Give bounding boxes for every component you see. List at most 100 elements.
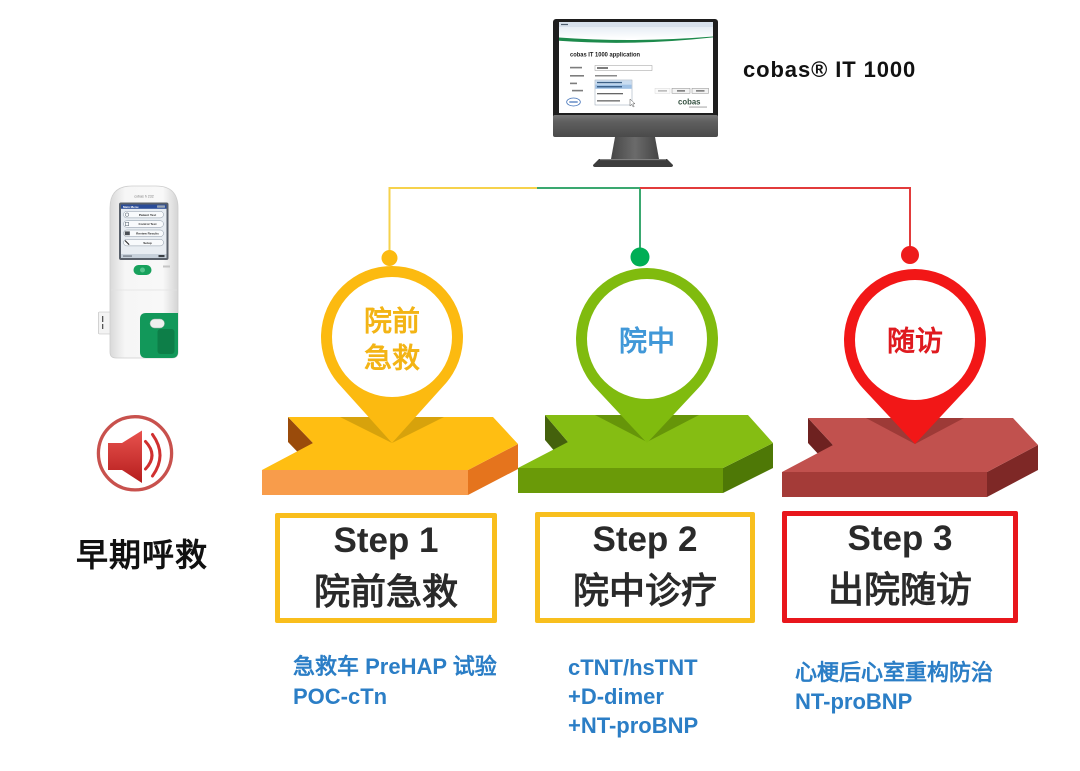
- step-1-details: 急救车 PreHAP 试验 POC-cTn: [293, 652, 497, 712]
- device-screen-header-bar: [121, 204, 167, 209]
- user-id-value-placeholder: [597, 67, 608, 69]
- menu-item-pill: [123, 229, 164, 237]
- monitor-stand-neck: [611, 137, 659, 159]
- mouse-cursor-icon: [629, 98, 636, 108]
- step-1-title: Step 1: [333, 521, 439, 560]
- monitor-chin: [553, 115, 718, 137]
- device-screen-header: Main Menu: [123, 205, 139, 209]
- control-test-icon: [124, 221, 129, 226]
- step-1-box: Step 1 院前急救: [275, 513, 497, 623]
- step-3-name: 出院随访: [827, 569, 972, 610]
- menu-item-label: Patient Test: [139, 213, 156, 217]
- speaker-body: [108, 430, 142, 483]
- step-2-detail-line: +NT-proBNP: [568, 713, 699, 738]
- header-status-indicator: [157, 205, 165, 208]
- pin-inner-circle: [855, 280, 975, 400]
- screen-title-bar: [559, 22, 713, 27]
- cobas-logo-tagline-placeholder: [689, 106, 707, 108]
- monitor-stand-base: [593, 159, 673, 167]
- footer-text-placeholder: [123, 255, 132, 257]
- test-strip-recess: [157, 329, 175, 354]
- step-3-box: Step 3 出院随访: [782, 511, 1018, 623]
- device-model-label: cobas h 232: [134, 195, 154, 199]
- pin-label: 院中: [619, 325, 675, 357]
- listbox-row-text-placeholder: [597, 81, 622, 84]
- connector-line-step-2: [537, 187, 641, 257]
- pin-label-line-2: 急救: [364, 343, 420, 374]
- connector-line-step-1: [388, 187, 537, 258]
- step-2-detail-line: cTNT/hsTNT: [568, 655, 698, 680]
- menu-item-pill: [123, 239, 164, 247]
- pin-label-line-1: 院前: [364, 305, 420, 337]
- step-3-detail-line: NT-proBNP: [795, 689, 913, 714]
- menu-item-pill: [123, 220, 164, 228]
- step-2-detail-line: +D-dimer: [568, 684, 664, 709]
- menu-item-patient-test: Patient Test: [123, 211, 164, 219]
- screen-button-label-placeholder: [677, 90, 685, 92]
- connector-line-step-3: [640, 187, 911, 255]
- step-3-details: 心梗后心室重构防治 NT-proBNP: [795, 658, 993, 716]
- menu-item-label: Review Results: [136, 232, 159, 236]
- screen-title-text-placeholder: [561, 23, 568, 26]
- menu-item-control-test: Control Test: [123, 220, 164, 228]
- form-label-placeholder: [570, 82, 577, 85]
- screen-heading: cobas IT 1000 application: [570, 52, 640, 59]
- arrow-side-face: [987, 445, 1038, 497]
- login-form: [570, 65, 709, 108]
- pin-inner-circle: [587, 279, 707, 399]
- menu-item-label: Setup: [143, 241, 152, 245]
- form-label-placeholder: [570, 75, 584, 77]
- patient-test-icon: [124, 212, 129, 217]
- menu-item-label: Control Test: [139, 222, 157, 226]
- speaker-icon: [96, 415, 174, 492]
- side-tab-mark: [102, 324, 104, 329]
- wrench-icon: [124, 240, 130, 245]
- menu-item-review-results: Review Results: [123, 229, 164, 237]
- battery-icon: [158, 255, 165, 258]
- step-2-box: Step 2 院中诊疗: [535, 512, 755, 623]
- step-2-name: 院中诊疗: [572, 570, 717, 611]
- cobas-it-1000-monitor-image: cobas IT 1000 application: [553, 19, 718, 167]
- connector-tree: [388, 187, 911, 258]
- pin-inner-circle: [332, 277, 452, 397]
- green-swoosh: [559, 36, 713, 43]
- roche-logo-wordmark-placeholder: [569, 101, 578, 103]
- device-side-tab: [98, 311, 112, 335]
- screen-header-band: [559, 27, 713, 39]
- cobas-h-232-device-image: cobas h 232 Main Menu Patient Test Contr…: [98, 185, 179, 359]
- connector-dot-step-3: [901, 246, 919, 264]
- sound-wave-outer: [151, 433, 162, 478]
- screen-button-label-placeholder: [658, 90, 667, 92]
- step-1-detail-line: POC-cTn: [293, 684, 388, 709]
- arrow-top-face: [262, 417, 518, 470]
- device-screen-footer: [121, 254, 167, 258]
- device-small-label: [163, 265, 170, 268]
- step-2-title: Step 2: [592, 520, 698, 559]
- test-strip-slot: [149, 318, 165, 329]
- arrow-top-face: [782, 418, 1038, 472]
- monitor-screen: cobas IT 1000 application: [559, 22, 713, 113]
- step-1-name: 院前急救: [313, 571, 458, 612]
- step-2-details: cTNT/hsTNT +D-dimer +NT-proBNP: [568, 653, 698, 740]
- step-2-pin: 院中: [575, 267, 718, 443]
- step-3-title: Step 3: [847, 519, 953, 558]
- arrow-side-face: [723, 443, 773, 493]
- connector-dots: [381, 246, 919, 267]
- connector-dot-step-1: [381, 250, 398, 266]
- step-3-pin: 随访: [844, 268, 986, 444]
- form-label-placeholder: [570, 66, 582, 69]
- listbox-row-text-placeholder: [597, 86, 622, 88]
- results-list-icon: [124, 231, 130, 236]
- role-listbox: [594, 79, 633, 106]
- step-1-pin: 院前 急救: [320, 266, 463, 443]
- arrow-side-face: [468, 444, 518, 495]
- pin-label: 随访: [887, 326, 943, 357]
- password-value-placeholder: [595, 75, 617, 77]
- arrow-front-face: [518, 468, 723, 493]
- step-1-detail-line: 急救车 PreHAP 试验: [293, 654, 497, 679]
- step-3-arrow: [782, 418, 1038, 497]
- emergency-call-label: 早期呼救: [76, 537, 209, 573]
- arrow-front-face: [782, 472, 987, 497]
